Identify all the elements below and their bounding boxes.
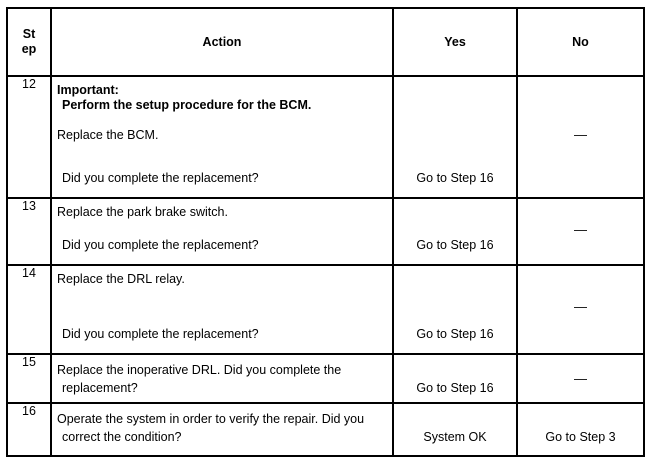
no-value: — [574, 222, 587, 237]
yes-cell: Go to Step 16 [392, 264, 518, 355]
no-cell: — [516, 197, 645, 266]
action-cell: Replace the DRL relay. Did you complete … [50, 264, 394, 355]
no-value: — [574, 127, 587, 142]
action-line-question: Did you complete the replacement? [62, 238, 259, 252]
column-header-action: Action [50, 7, 394, 77]
table-row: 12 Important: Perform the setup procedur… [6, 75, 645, 199]
column-header-step-line2: ep [21, 42, 37, 56]
no-value: Go to Step 3 [545, 430, 616, 444]
yes-cell: Go to Step 16 [392, 75, 518, 199]
no-cell: — [516, 353, 645, 404]
yes-value: Go to Step 16 [416, 171, 494, 185]
yes-value: Go to Step 16 [416, 381, 494, 395]
step-number: 13 [6, 197, 52, 266]
action-line-instruction: Replace the DRL relay. [57, 272, 185, 286]
action-line-instruction: Replace the BCM. [57, 128, 159, 142]
table-row: 15 Replace the inoperative DRL. Did you … [6, 353, 645, 404]
action-cell: Important: Perform the setup procedure f… [50, 75, 394, 199]
no-cell: — [516, 75, 645, 199]
no-value: — [574, 371, 587, 386]
diagnostic-step-table: St ep Action Yes No 12 Important: Perfor… [6, 7, 645, 457]
yes-value: Go to Step 16 [416, 238, 494, 252]
action-cell: Replace the inoperative DRL. Did you com… [50, 353, 394, 404]
action-line-instruction: Replace the park brake switch. [57, 205, 228, 219]
table-header-row: St ep Action Yes No [6, 7, 645, 77]
no-cell: — [516, 264, 645, 355]
action-line-question: Did you complete the replacement? [62, 327, 259, 341]
yes-value: Go to Step 16 [416, 327, 494, 341]
yes-cell: Go to Step 16 [392, 353, 518, 404]
action-line-important-label: Important: [57, 83, 119, 97]
action-cell: Replace the park brake switch. Did you c… [50, 197, 394, 266]
step-number: 16 [6, 402, 52, 457]
action-line-instruction: Operate the system in order to verify th… [57, 412, 365, 426]
step-number: 12 [6, 75, 52, 199]
action-line-instruction: Replace the inoperative DRL. Did you com… [57, 363, 342, 377]
column-header-no: No [516, 7, 645, 77]
column-header-yes: Yes [392, 7, 518, 77]
action-line-question: correct the condition? [62, 430, 182, 444]
table-row: 14 Replace the DRL relay. Did you comple… [6, 264, 645, 355]
table-row: 16 Operate the system in order to verify… [6, 402, 645, 457]
action-line-question: replacement? [62, 381, 138, 395]
action-cell: Operate the system in order to verify th… [50, 402, 394, 457]
table-row: 13 Replace the park brake switch. Did yo… [6, 197, 645, 266]
action-line-important-text: Perform the setup procedure for the BCM. [62, 98, 312, 112]
column-header-step: St ep [6, 7, 52, 77]
step-number: 15 [6, 353, 52, 404]
step-number: 14 [6, 264, 52, 355]
no-value: — [574, 299, 587, 314]
action-line-question: Did you complete the replacement? [62, 171, 259, 185]
column-header-step-line1: St [22, 27, 36, 41]
yes-cell: System OK [392, 402, 518, 457]
yes-value: System OK [423, 430, 487, 444]
yes-cell: Go to Step 16 [392, 197, 518, 266]
no-cell: Go to Step 3 [516, 402, 645, 457]
